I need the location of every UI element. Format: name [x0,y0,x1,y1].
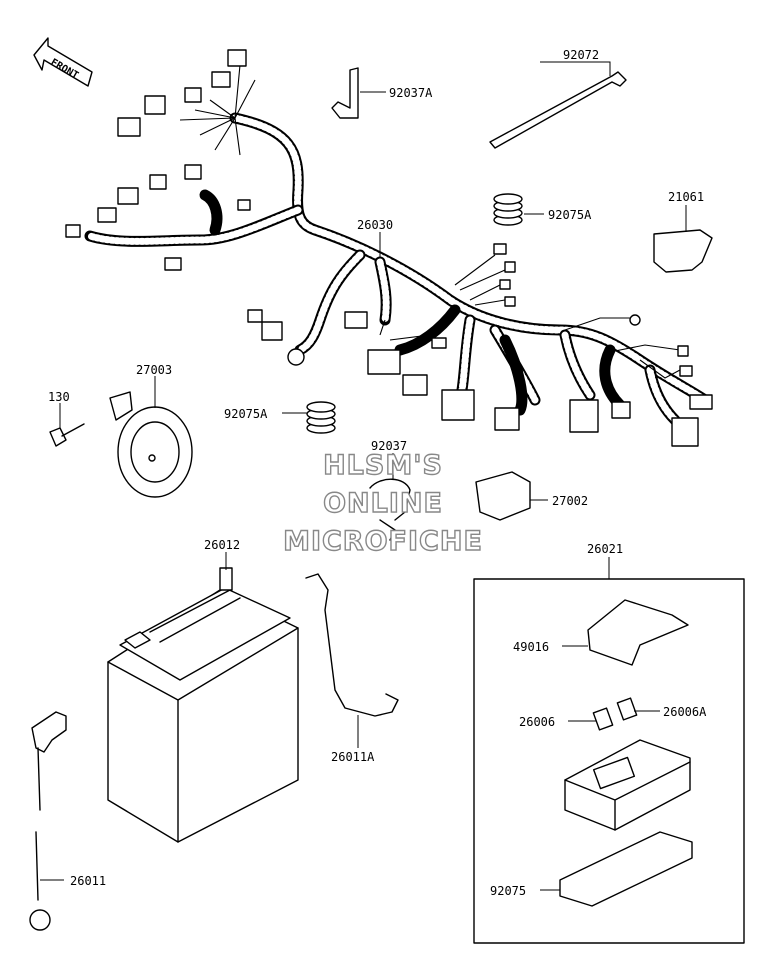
callout-21061: 21061 [668,190,704,204]
callout-27003: 27003 [136,363,172,377]
watermark-line-1: HLSM'S [323,450,443,481]
callout-92072: 92072 [563,48,599,62]
main-harness [84,112,711,426]
callout-26011A: 26011A [331,750,375,764]
bracket-92037A-icon [331,67,359,119]
fuse-box-icon [564,739,691,831]
callout-26012: 26012 [204,538,240,552]
clamp-92037-icon [369,478,411,541]
cover-49016-icon [587,599,689,666]
callout-26030: 26030 [357,218,393,232]
callout-49016: 49016 [513,640,549,654]
callout-92075A-mid: 92075A [224,407,268,421]
cable-tie-92072-icon [489,71,627,149]
callout-26011: 26011 [70,874,106,888]
relay-27002-icon [475,471,531,521]
damper-92075A-top-icon [493,193,523,226]
battery-26012-icon [107,567,299,843]
watermark-line-2: ONLINE [323,488,443,519]
fuse-26006A-icon [616,697,638,721]
cable-26011-icon [29,711,67,931]
callout-labels: 92072 92037A 92075A 21061 26030 27003 13… [48,48,707,898]
cap-21061-icon [653,229,713,273]
callout-92037A: 92037A [389,86,433,100]
leader-lines [40,61,687,891]
fuse-26006-icon [592,707,614,731]
callout-26006A: 26006A [663,705,707,719]
watermark: HLSM'S ONLINE MICROFICHE [282,449,483,557]
callout-26021: 26021 [587,542,623,556]
cable-26011A-icon [305,573,399,717]
harness-connectors [65,49,713,447]
callout-92075A-top: 92075A [548,208,592,222]
callout-92075: 92075 [490,884,526,898]
front-arrow-icon: FRONT [33,37,93,87]
damper-92075-icon [559,831,693,907]
watermark-line-3: MICROFICHE [283,526,483,557]
callout-27002: 27002 [552,494,588,508]
damper-92075A-mid-icon [306,401,336,434]
horn-27003-icon [109,391,193,498]
callout-130: 130 [48,390,70,404]
callout-92037: 92037 [371,439,407,453]
bolt-130-icon [49,423,85,447]
callout-26006: 26006 [519,715,555,729]
